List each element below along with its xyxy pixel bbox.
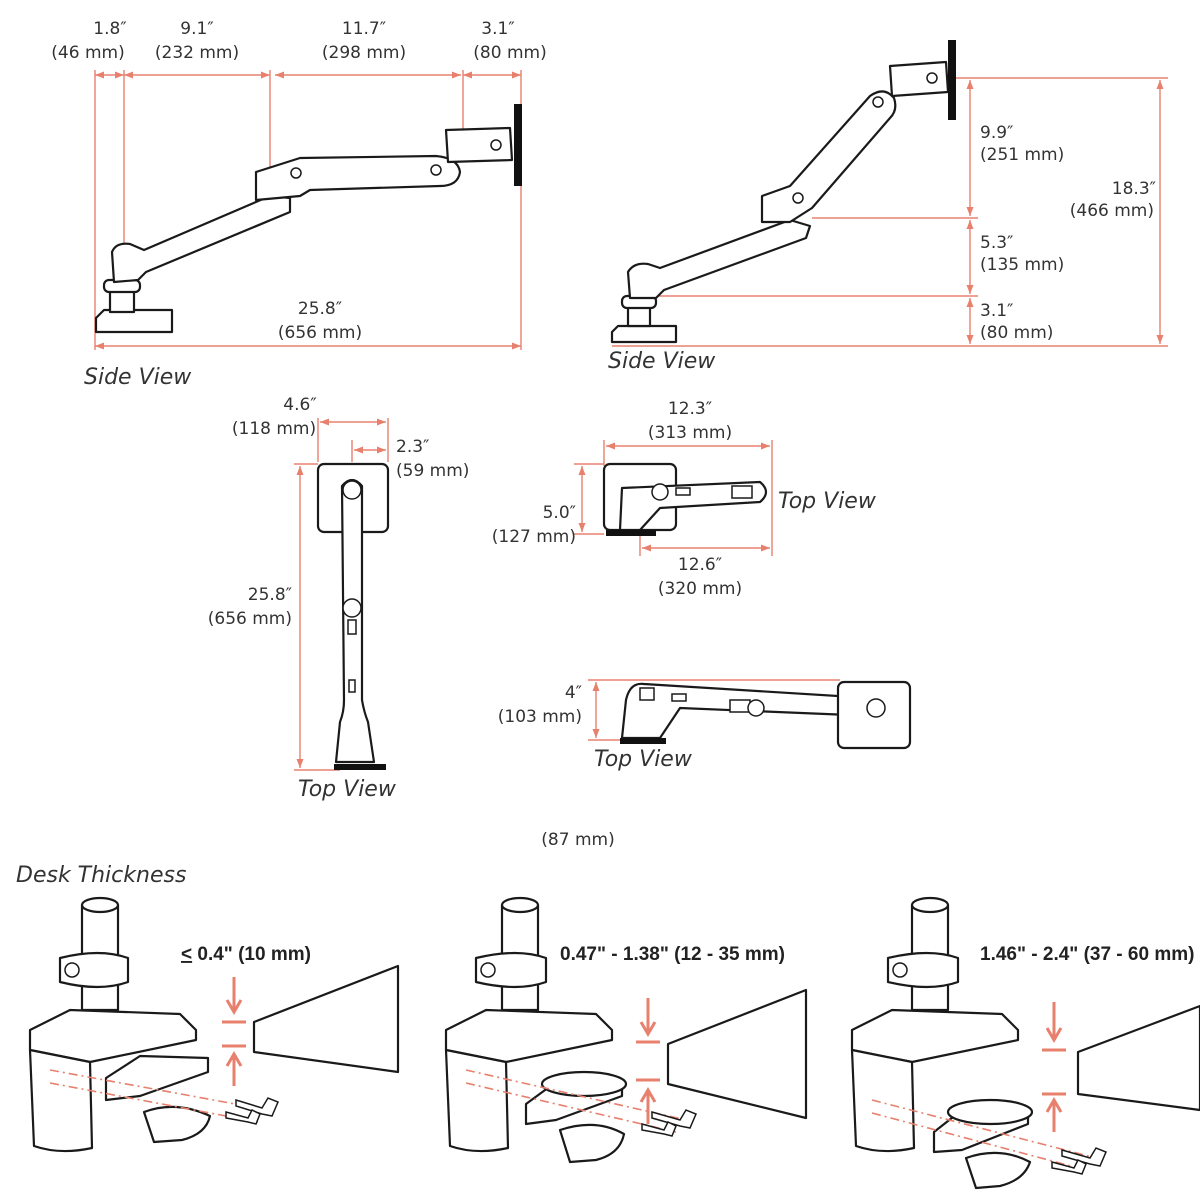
dim-11-7: 11.7″ <box>342 19 386 39</box>
dim-466mm: (466 mm) <box>1070 201 1154 221</box>
dim-80mm: (80 mm) <box>473 43 546 63</box>
clamp-2-bolts-icon <box>641 1109 697 1137</box>
clamp-1-bolts-icon <box>225 1097 279 1125</box>
dim-127mm: (127 mm) <box>492 527 576 547</box>
dim-80mm-b: (80 mm) <box>980 323 1053 343</box>
monitor-arm-raised-icon <box>610 40 956 344</box>
clamp-thin-desk-icon <box>28 896 212 1153</box>
desk-option-2-label: 0.47" - 1.38" (12 - 35 mm) <box>560 944 785 965</box>
desk-clamp-2: 0.47" - 1.38" (12 - 35 mm) <box>444 896 808 1164</box>
side-view-caption-2: Side View <box>608 349 716 374</box>
dim-2-3: 2.3″ <box>396 437 429 457</box>
dim-656mm-b: (656 mm) <box>208 609 292 629</box>
dim-46mm: (46 mm) <box>51 43 124 63</box>
clamp-medium-desk-icon <box>444 896 628 1164</box>
dim-320mm: (320 mm) <box>658 579 742 599</box>
dim-3-1: 3.1″ <box>481 19 514 39</box>
dim-135mm: (135 mm) <box>980 255 1064 275</box>
dim-4: 4″ <box>565 683 582 703</box>
side-view-1: 1.8″ (46 mm) 9.1″ (232 mm) 11.7″ (298 mm… <box>51 19 546 390</box>
dim-103mm: (103 mm) <box>498 707 582 727</box>
monitor-arm-top-extended-icon <box>620 680 912 750</box>
dim-118mm: (118 mm) <box>232 419 316 439</box>
dim-298mm: (298 mm) <box>322 43 406 63</box>
side-view-caption: Side View <box>84 365 192 390</box>
dim-25-8: 25.8″ <box>298 299 342 319</box>
side-view-2: 9.9″ (251 mm) 5.3″ (135 mm) 3.1″ (80 mm)… <box>608 40 1168 374</box>
top-view-1: 4.6″ (118 mm) 2.3″ (59 mm) 25.8″ (656 mm… <box>208 395 470 802</box>
dim-251mm: (251 mm) <box>980 145 1064 165</box>
dim-4-6: 4.6″ <box>283 395 316 415</box>
clamp-3-bolts-icon <box>1051 1147 1107 1175</box>
clamp-thick-desk-icon <box>850 896 1034 1190</box>
monitor-arm-top-folded-icon <box>602 462 768 536</box>
top-view-caption-3: Top View <box>594 747 693 772</box>
stray-87mm-label: (87 mm) <box>541 830 614 850</box>
top-view-3: 4″ (103 mm) Top View <box>498 679 912 772</box>
dim-3-1b: 3.1″ <box>980 301 1013 321</box>
dim-5-0: 5.0″ <box>543 503 576 523</box>
desk-option-1-label: < 0.4" (10 mm) <box>181 944 311 965</box>
dim-232mm: (232 mm) <box>155 43 239 63</box>
dim-12-6: 12.6″ <box>678 555 722 575</box>
dim-25-8b: 25.8″ <box>248 585 292 605</box>
top-view-2: 12.3″ (313 mm) 5.0″ (127 mm) 12.6″ (320 … <box>492 399 877 599</box>
dim-1-8: 1.8″ <box>93 19 126 39</box>
dim-5-3: 5.3″ <box>980 233 1013 253</box>
desk-clamp-1: < 0.4" (10 mm) <box>28 896 400 1153</box>
top-view-caption-2: Top View <box>778 489 877 514</box>
desk-clamp-3: 1.46" - 2.4" (37 - 60 mm) <box>850 896 1200 1190</box>
dim-9-9: 9.9″ <box>980 123 1013 143</box>
dim-313mm: (313 mm) <box>648 423 732 443</box>
monitor-arm-side-icon <box>94 104 522 334</box>
monitor-arm-top-icon <box>316 462 390 770</box>
dim-9-1: 9.1″ <box>180 19 213 39</box>
dim-18-3: 18.3″ <box>1112 179 1156 199</box>
desk-option-3-label: 1.46" - 2.4" (37 - 60 mm) <box>980 944 1194 965</box>
dim-59mm: (59 mm) <box>396 461 469 481</box>
dim-656mm: (656 mm) <box>278 323 362 343</box>
dim-12-3: 12.3″ <box>668 399 712 419</box>
top-view-caption: Top View <box>298 777 397 802</box>
desk-thickness-title: Desk Thickness <box>16 863 186 888</box>
